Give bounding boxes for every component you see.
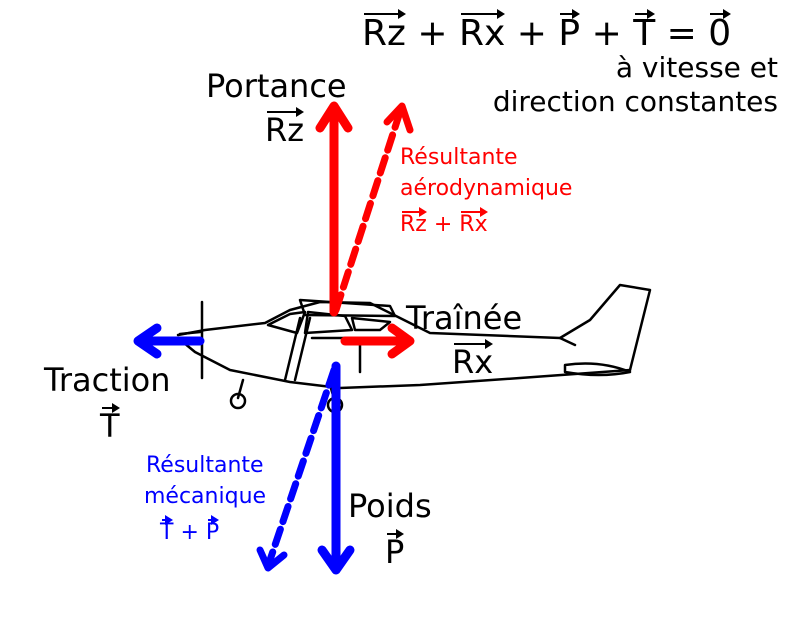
vec-rx: Rx xyxy=(459,9,506,54)
condition-line-1: à vitesse et xyxy=(615,51,778,84)
vec-zero: 0 xyxy=(708,9,732,54)
weight-label: Poids xyxy=(348,487,432,525)
equilibrium-equation: Rz + Rx + P + T = 0 xyxy=(362,9,732,54)
mech-resultant-arrow xyxy=(266,366,338,564)
mech-resultant-arrowhead xyxy=(256,546,288,572)
vec-p: P xyxy=(558,9,581,54)
condition-line-2: direction constantes xyxy=(492,85,778,118)
drag-arrowhead xyxy=(387,323,415,359)
mech-resultant-formula: T + P xyxy=(160,515,220,545)
weight-arrowhead xyxy=(317,545,355,575)
aero-resultant-formula: Rz + Rx xyxy=(400,207,488,237)
aero-resultant-arrow xyxy=(332,108,404,314)
aero-resultant-line-1: Résultante xyxy=(400,145,518,170)
lift-symbol: Rz xyxy=(265,107,305,149)
vec-rz: Rz xyxy=(362,9,406,54)
thrust-arrowhead xyxy=(133,323,162,359)
thrust-label: Traction xyxy=(44,361,171,399)
thrust-symbol: T xyxy=(100,403,120,445)
mech-resultant-line-1: Résultante xyxy=(146,453,264,478)
drag-label: Traînée xyxy=(406,299,523,337)
weight-symbol: P xyxy=(385,529,405,571)
vec-t: T xyxy=(633,9,656,54)
aero-resultant-arrowhead xyxy=(383,102,414,134)
mech-resultant-line-2: mécanique xyxy=(144,484,267,509)
lift-label: Portance xyxy=(206,67,347,105)
aero-resultant-line-2: aérodynamique xyxy=(400,176,573,201)
drag-symbol: Rx xyxy=(452,339,494,381)
lift-arrowhead xyxy=(315,101,353,133)
